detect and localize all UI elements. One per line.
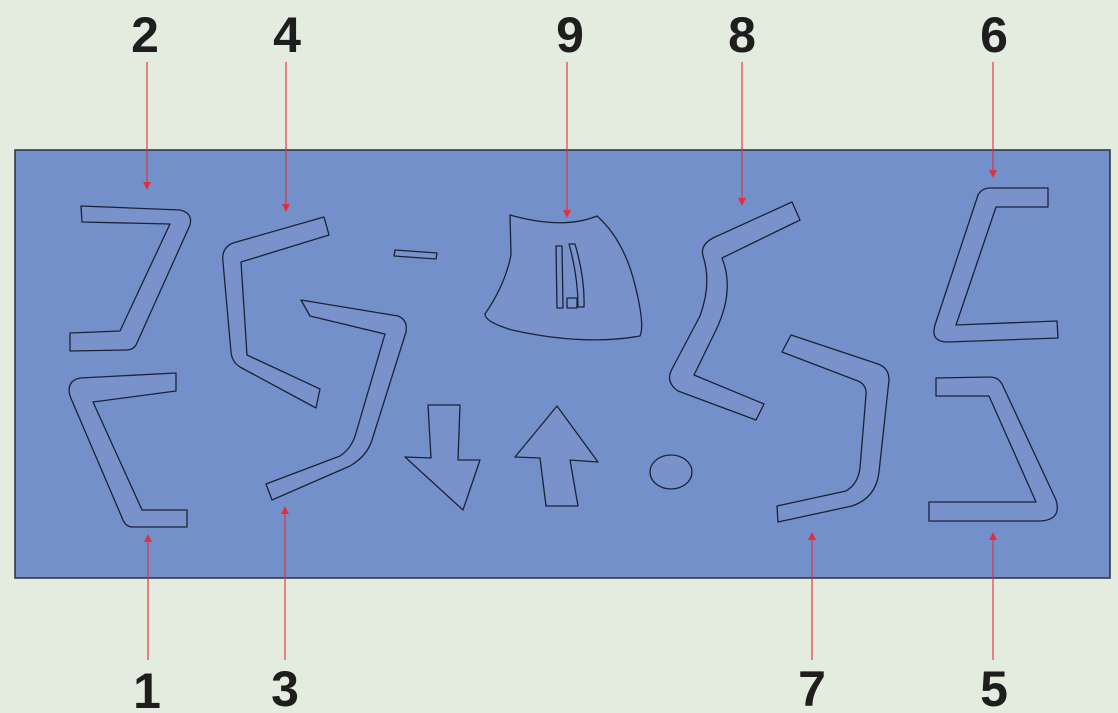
label-5: 5 — [980, 661, 1008, 713]
label-9: 9 — [556, 7, 584, 63]
label-3: 3 — [271, 661, 299, 713]
label-1: 1 — [133, 663, 161, 713]
label-2: 2 — [131, 7, 159, 63]
label-7: 7 — [798, 661, 826, 713]
label-4: 4 — [273, 7, 301, 63]
pattern-piece-9-slot-left — [556, 246, 563, 308]
pattern-piece-9-tab — [567, 298, 577, 308]
oval-piece — [650, 455, 692, 489]
label-8: 8 — [728, 7, 756, 63]
label-6: 6 — [980, 7, 1008, 63]
